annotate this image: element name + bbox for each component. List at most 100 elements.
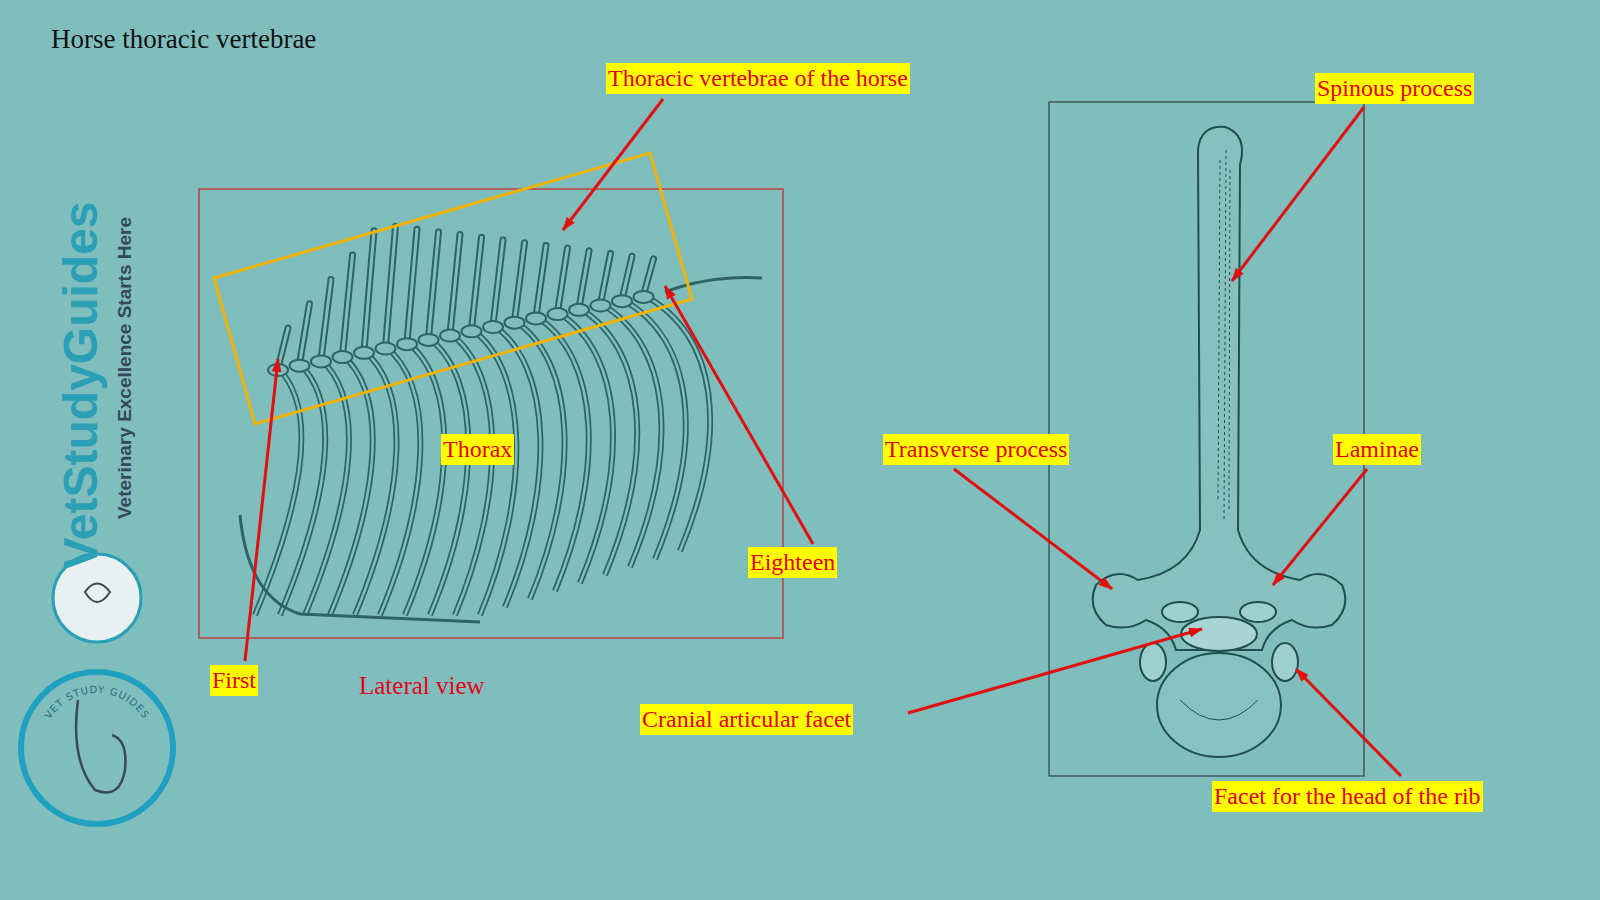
rib-line: [515, 321, 565, 599]
spinous-line: [321, 279, 331, 359]
spinous-line: [429, 232, 439, 338]
logo: VET STUDY GUIDES: [21, 554, 173, 824]
part-label: Eighteen: [748, 547, 837, 578]
rib-line: [622, 299, 686, 559]
spinous-line: [386, 227, 396, 347]
vertebral-body: [397, 338, 417, 350]
rib-line: [515, 321, 565, 599]
panel-frame: [1049, 102, 1364, 776]
vertebral-body: [612, 295, 632, 307]
tagline: Veterinary Excellence Starts Here: [114, 217, 136, 519]
rib-line: [330, 355, 373, 615]
spinous-line: [429, 232, 439, 338]
rib-line: [579, 308, 637, 575]
spinous-line: [364, 231, 374, 351]
spinous-line: [300, 304, 310, 364]
part-label: Thoracic vertebrae of the horse: [606, 63, 910, 94]
spinous-line: [407, 229, 417, 342]
spinous-line: [493, 240, 503, 325]
spinous-line: [536, 245, 546, 316]
page-title: Horse thoracic vertebrae: [51, 24, 316, 55]
spinous-line: [321, 279, 331, 359]
spinous-line: [407, 229, 417, 342]
rib-line: [601, 304, 662, 568]
spinous-line: [579, 251, 589, 308]
part-label: Facet for the head of the rib: [1212, 781, 1483, 812]
sternum-line: [240, 515, 480, 622]
spinous-line: [622, 256, 632, 299]
spinous-line: [579, 251, 589, 308]
view-caption: Lateral view: [359, 670, 485, 701]
part-label: First: [210, 665, 258, 696]
spinous-line: [536, 245, 546, 316]
spinous-line: [644, 259, 654, 295]
rib-line: [493, 325, 540, 607]
rib-line: [405, 342, 444, 615]
lumbar-line: [665, 278, 762, 292]
svg-text:VET STUDY GUIDES: VET STUDY GUIDES: [42, 684, 151, 721]
logo-text: VET STUDY GUIDES: [42, 684, 151, 721]
spinous-line: [558, 248, 568, 312]
spinous-line: [558, 248, 568, 312]
part-label: Transverse process: [883, 434, 1069, 465]
vertebral-body: [440, 330, 460, 342]
rib-line: [558, 312, 613, 583]
part-label: Spinous process: [1315, 73, 1474, 104]
vertebral-body: [311, 355, 331, 367]
rib-line: [429, 338, 469, 615]
rib-line: [579, 308, 637, 575]
part-label: Thorax: [441, 434, 514, 465]
spinous-line: [601, 254, 611, 304]
spinous-line: [515, 243, 525, 321]
vertebral-body: [548, 308, 568, 320]
rib-line: [536, 316, 589, 591]
vertebral-body: [376, 343, 396, 355]
spinous-line: [343, 255, 353, 355]
rib-line: [472, 329, 517, 615]
rib-line: [644, 295, 711, 551]
spinous-line: [364, 231, 374, 351]
rib-line: [450, 334, 492, 615]
spinous-line: [278, 328, 288, 368]
vertebral-body: [591, 300, 611, 312]
vertebral-body: [505, 317, 525, 329]
watermark: VetStudyGuides: [53, 201, 108, 569]
spinous-line: [515, 243, 525, 321]
spinous-line: [343, 255, 353, 355]
part-label: Cranial articular facet: [640, 704, 853, 735]
spinous-line: [493, 240, 503, 325]
spinous-line: [278, 328, 288, 368]
part-label: Laminae: [1333, 434, 1421, 465]
vertebral-body: [354, 347, 374, 359]
vertebral-body: [333, 351, 353, 363]
rib-line: [472, 329, 517, 615]
spinous-line: [450, 235, 460, 334]
rib-line: [493, 325, 540, 607]
vertebra-cranial-view: [1093, 127, 1346, 757]
spinous-line: [644, 259, 654, 295]
spinous-line: [300, 304, 310, 364]
rib-line: [558, 312, 613, 583]
spinous-line: [386, 227, 396, 347]
rib-line: [330, 355, 373, 615]
vertebral-body: [462, 325, 482, 337]
rib-line: [622, 299, 686, 559]
rib-line: [536, 316, 589, 591]
spinous-line: [622, 256, 632, 299]
vertebral-body: [569, 304, 589, 316]
rib-line: [429, 338, 469, 615]
vertebral-body: [634, 291, 654, 303]
vertebral-body: [526, 312, 546, 324]
spinous-line: [601, 254, 611, 304]
rib-line: [405, 342, 444, 615]
spinous-line: [472, 237, 482, 329]
spinous-line: [450, 235, 460, 334]
vertebral-body: [483, 321, 503, 333]
spinous-line: [472, 237, 482, 329]
rib-line: [644, 295, 711, 551]
leader-lines: [245, 99, 1401, 776]
rib-line: [601, 304, 662, 568]
rib-line: [450, 334, 492, 615]
vertebral-body: [290, 360, 310, 372]
vertebral-body: [419, 334, 439, 346]
